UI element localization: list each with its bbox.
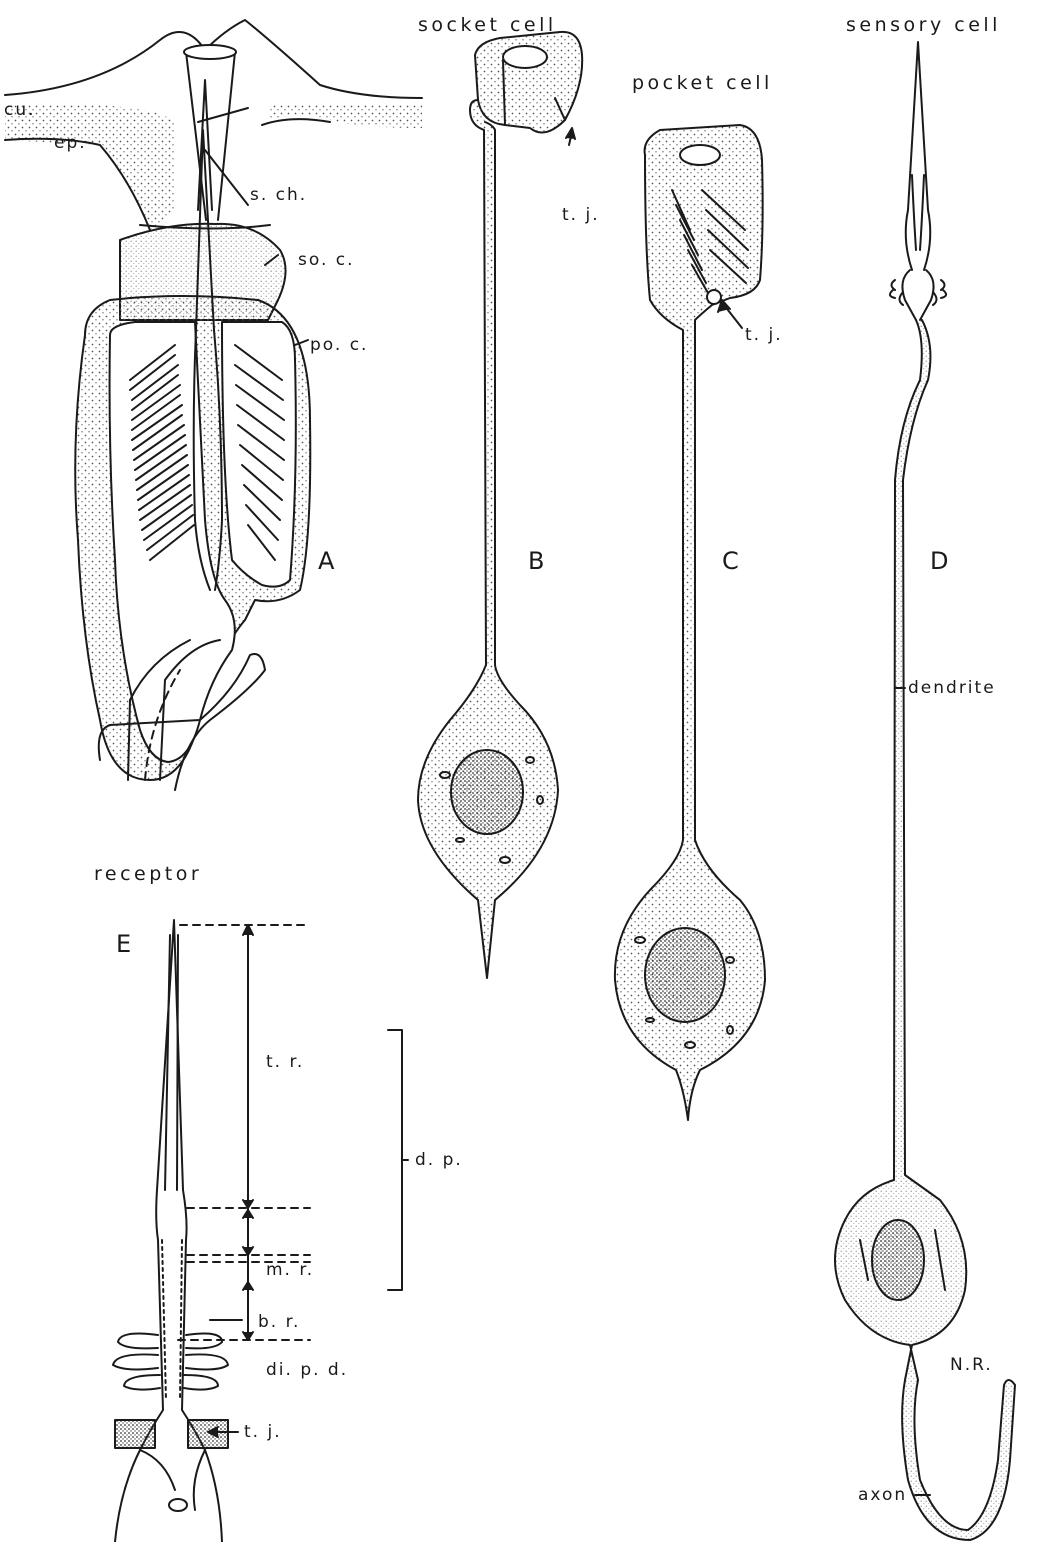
label-epidermis: ep.: [54, 133, 87, 153]
pocket-cell-title: pocket cell: [632, 72, 773, 94]
label-distal-dendrite: di. p. d.: [266, 1360, 348, 1380]
label-socket-cell: so. c.: [298, 250, 355, 270]
label-pocket-cell: po. c.: [310, 335, 368, 355]
panel-label-a: A: [318, 547, 334, 575]
label-cuticle: cu.: [4, 100, 36, 120]
panel-label-b: B: [528, 547, 544, 575]
figure-e: [113, 920, 408, 1542]
socket-cell-title: socket cell: [418, 14, 557, 36]
sensory-cell-title: sensory cell: [846, 14, 1001, 36]
figure-d: [835, 42, 1015, 1540]
ep-leader: [198, 108, 248, 122]
label-basal-region: b. r.: [258, 1312, 300, 1332]
label-tight-junction-e: t. j.: [244, 1422, 282, 1442]
panel-label-c: C: [722, 547, 739, 575]
epidermis-boundary-right: [262, 119, 330, 125]
figure-c: [615, 125, 765, 1120]
label-tight-junction-b: t. j.: [562, 205, 600, 225]
label-dendrite: dendrite: [908, 678, 996, 698]
label-sensillum-channel: s. ch.: [250, 185, 307, 205]
label-dendritic-process: d. p.: [415, 1150, 463, 1170]
label-tubular-region: t. r.: [266, 1052, 304, 1072]
label-nerve-root: N.R.: [950, 1355, 993, 1375]
label-tight-junction-c: t. j.: [745, 325, 783, 345]
figure-b: [418, 32, 582, 978]
panel-label-d: D: [930, 547, 948, 575]
receptor-title: receptor: [94, 863, 202, 885]
panel-label-e: E: [116, 930, 131, 958]
label-axon: axon: [858, 1485, 907, 1505]
label-middle-region: m. r.: [266, 1260, 314, 1280]
